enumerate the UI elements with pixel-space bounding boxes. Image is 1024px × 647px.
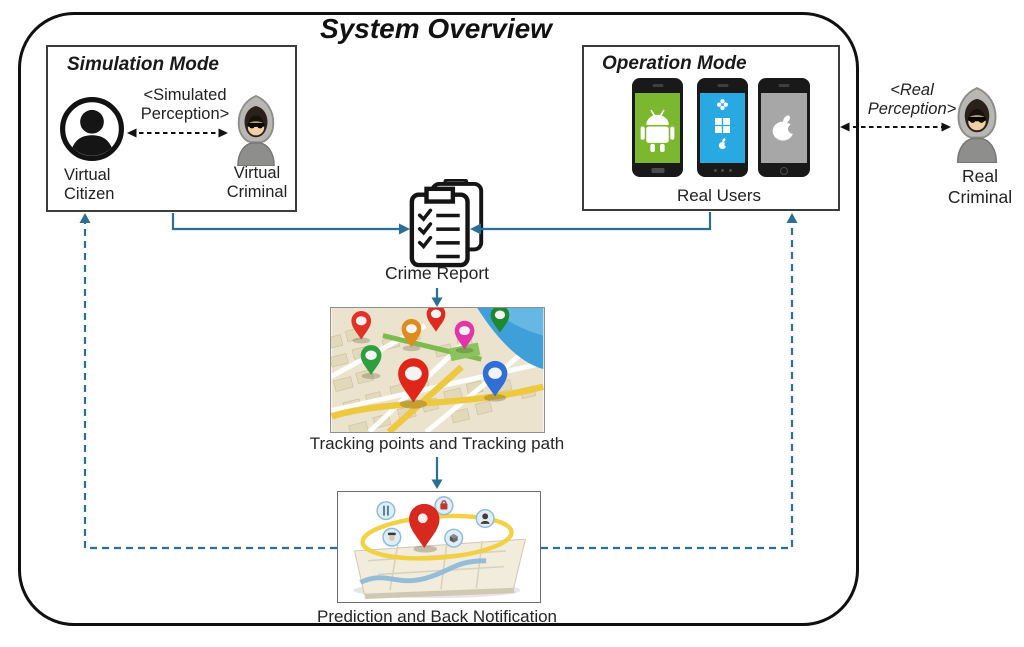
virtual-citizen-label: Virtual Citizen [64,166,114,205]
virtual-criminal-icon [236,95,276,166]
windows-screen [700,93,745,163]
page-title: System Overview [320,13,552,44]
virtual-criminal-label: Virtual Criminal [226,164,288,202]
phone-home-buttons [713,169,732,172]
virtual-citizen-label-text: Virtual Citizen [64,166,115,204]
real-perception-label: <Real Perception> [867,81,957,119]
tracking-caption: Tracking points and Tracking path [309,434,565,453]
virtual-citizen-icon [60,97,124,161]
apple-logo-icon [772,115,798,141]
prediction-map-image [337,491,541,603]
prediction-caption: Prediction and Back Notification [316,607,558,626]
prediction-map-graphic [338,492,540,602]
system-boundary-border [18,12,859,626]
poi-icons [376,496,495,548]
phone-speaker [652,84,663,87]
phone-speaker [717,84,728,87]
real-users-label: Real Users [676,186,762,205]
windows-phone-icon [697,78,748,177]
simulated-perception-label: <Simulated Perception> [140,86,230,124]
tracking-map-image [330,307,545,433]
tracking-map-graphic [331,308,544,432]
map-pins [351,308,510,409]
android-robot-icon [640,109,675,153]
phone-home-button [780,166,788,175]
real-criminal-icon [956,87,998,163]
operation-mode-title: Operation Mode [602,53,747,74]
phone-home-button [651,168,664,173]
real-criminal-label: Real Criminal [947,166,1013,207]
crime-report-label: Crime Report [384,263,490,283]
android-phone-icon [632,78,683,177]
crime-report-icon [409,179,484,268]
simulation-mode-title: Simulation Mode [67,54,219,75]
apple-phone-icon [758,78,810,177]
android-screen [635,93,680,163]
windows-logo-icon [715,99,730,149]
apple-screen [761,93,807,163]
phone-speaker [778,84,790,87]
